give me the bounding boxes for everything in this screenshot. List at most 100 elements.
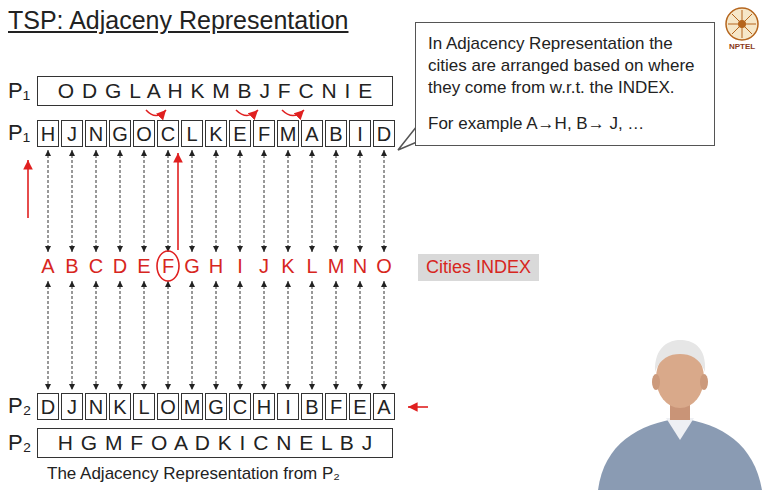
red-arrow [177, 153, 179, 250]
red-arrow [408, 406, 428, 408]
city-cell: B [325, 120, 347, 147]
box-text: K [113, 397, 126, 417]
dashed-arrow [384, 150, 385, 252]
nptel-logo [726, 8, 758, 40]
index-letter: N [348, 254, 372, 278]
index-letter: J [252, 254, 276, 278]
red-arc-arrow [282, 110, 304, 116]
speaker-ear [700, 374, 708, 390]
dashed-arrow [192, 281, 193, 390]
dashed-arrow [216, 150, 217, 252]
index-arrows [48, 150, 384, 390]
box-text: F [258, 124, 270, 144]
dashed-arrow [120, 281, 121, 390]
city-cell: A [301, 120, 323, 147]
dashed-arrow [72, 150, 73, 252]
box-text: O [136, 124, 152, 144]
index-letter: D [108, 254, 132, 278]
dashed-arrow [240, 150, 241, 252]
speaker-hair [655, 340, 705, 372]
red-arrow [27, 160, 29, 218]
city-cell: N [85, 393, 107, 420]
box-text: H [257, 397, 271, 417]
speaker-collar [666, 418, 694, 440]
index-letter: B [60, 254, 84, 278]
city-cell: B [301, 393, 323, 420]
dashed-arrow [48, 281, 49, 390]
logo-wheel [726, 8, 758, 40]
city-cell: J [61, 393, 83, 420]
dashed-arrow [192, 150, 193, 252]
dashed-arrow [288, 150, 289, 252]
city-cell: I [277, 393, 299, 420]
city-cell: G [109, 120, 131, 147]
slide-caption: The Adjacency Representation from P₂ [47, 464, 340, 484]
dashed-arrow [168, 281, 169, 390]
box-text: M [184, 397, 201, 417]
row-name: P₁ [8, 120, 30, 146]
logo-spokes [728, 10, 756, 38]
city-cell: K [109, 393, 131, 420]
box-note: For example A→H, B→ J, … [428, 113, 702, 135]
dashed-arrow [144, 281, 145, 390]
box-text: I [357, 124, 363, 144]
dashed-arrow [96, 150, 97, 252]
speaker-shirt [598, 418, 762, 490]
box-text: H [41, 124, 55, 144]
city-cell: G [205, 393, 227, 420]
red-arc-arrow [146, 110, 166, 116]
box-text: A [305, 124, 318, 144]
city-cell: E [229, 120, 251, 147]
city-cell: L [133, 393, 155, 420]
box-text: I [285, 397, 291, 417]
dashed-arrow [360, 150, 361, 252]
city-cell: J [61, 120, 83, 147]
index-letter: H [204, 254, 228, 278]
box-text: A [377, 397, 390, 417]
city-cell: H [37, 120, 59, 147]
red-circle [157, 251, 179, 281]
hand-annotations [28, 110, 428, 407]
box-text: G [208, 397, 224, 417]
index-letter: A [36, 254, 60, 278]
dashed-arrow [336, 150, 337, 252]
box-text: C [233, 397, 247, 417]
index-label-box: Cities INDEX [418, 254, 539, 281]
index-letter: L [300, 254, 324, 278]
dashed-arrow [240, 281, 241, 390]
city-cell: O [157, 393, 179, 420]
row-name: P₂ [8, 393, 31, 419]
tour-box: H G M F O A D K I C N E L B J [37, 428, 393, 458]
box-text: K [209, 124, 222, 144]
city-cell: C [157, 120, 179, 147]
dashed-arrow [288, 281, 289, 390]
dashed-arrow [168, 150, 169, 252]
box-text: M [280, 124, 297, 144]
speaker-figure [598, 340, 762, 490]
box-text: B [305, 397, 318, 417]
box-text: O [160, 397, 176, 417]
callout-box: In Adjacency Representation the cities a… [415, 22, 715, 146]
speaker-ear [652, 374, 660, 390]
dashed-arrow [384, 281, 385, 390]
city-cell: D [373, 120, 395, 147]
city-cell: A [373, 393, 395, 420]
box-text: F [330, 397, 342, 417]
box-text: Cities INDEX [426, 257, 531, 277]
dashed-arrow [48, 150, 49, 252]
city-cell: F [253, 120, 275, 147]
box-text: D [377, 124, 391, 144]
dashed-arrow [120, 150, 121, 252]
box-text: H G M F O A D K I C N E L B J [58, 431, 372, 455]
box-text: L [186, 124, 197, 144]
box-text: N [89, 124, 103, 144]
index-letter: I [228, 254, 252, 278]
box-text: L [138, 397, 149, 417]
box-text: N [89, 397, 103, 417]
red-arc-arrow [236, 110, 258, 116]
row-name: P₂ [8, 430, 31, 456]
dashed-arrow [96, 281, 97, 390]
city-cell: C [229, 393, 251, 420]
city-cell: N [85, 120, 107, 147]
dashed-arrow [312, 281, 313, 390]
